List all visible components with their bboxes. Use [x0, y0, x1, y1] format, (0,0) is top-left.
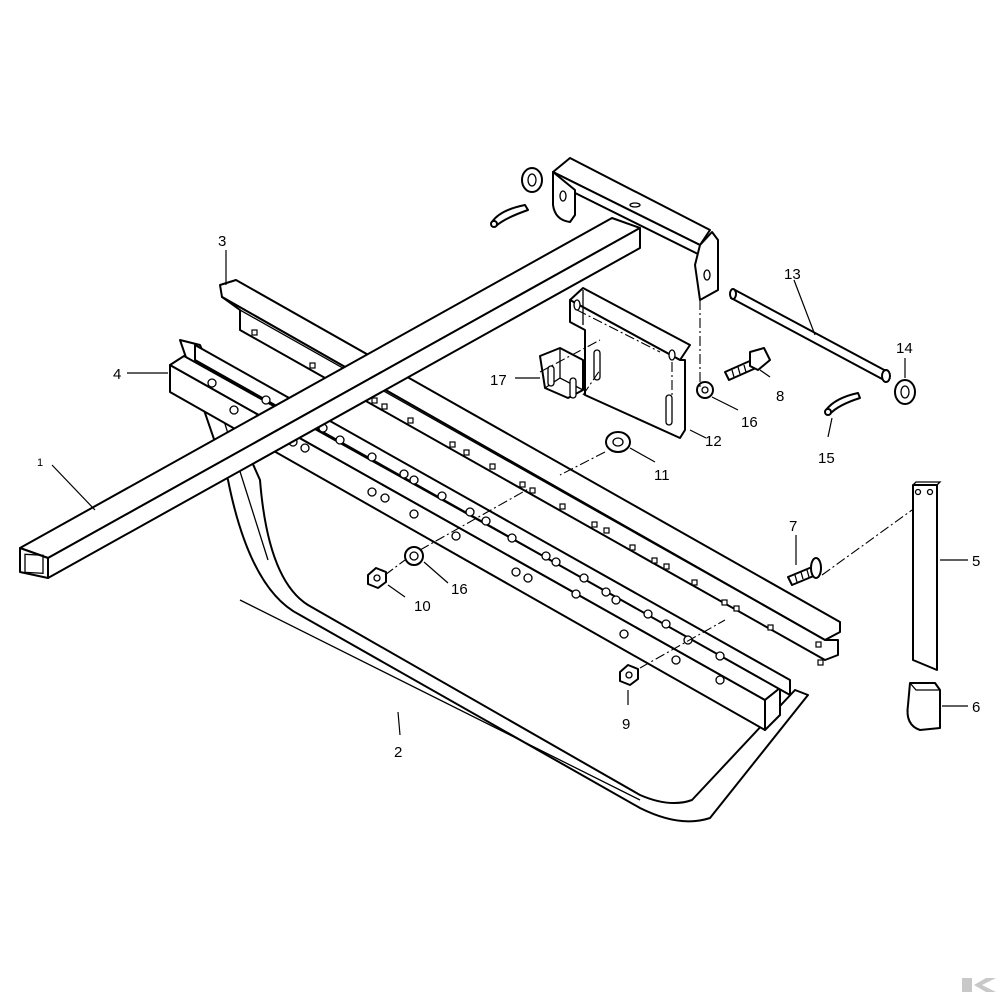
hole-bar-lower [194, 344, 791, 696]
washer-14 [894, 379, 916, 405]
callout-8: 8 [776, 388, 784, 405]
callout-10: 10 [414, 598, 431, 615]
callout-17: 17 [490, 372, 507, 389]
u-bracket [539, 347, 584, 399]
callout-2: 2 [394, 744, 402, 761]
top-bracket [552, 157, 719, 301]
washer-16-right [696, 381, 714, 399]
callout-11: 11 [654, 467, 670, 484]
callout-16-right: 16 [741, 414, 758, 431]
callout-3: 3 [218, 233, 226, 250]
cotter-pin-top [490, 204, 529, 228]
nut-9 [619, 664, 639, 686]
callout-7: 7 [789, 518, 797, 535]
leader-lines [51, 250, 968, 736]
assembly-lines [384, 300, 913, 669]
nut-10 [367, 567, 387, 589]
flat-strap [912, 481, 942, 671]
callout-12: 12 [705, 433, 722, 450]
square-tube [19, 217, 641, 579]
long-pin [729, 288, 891, 383]
callout-16-left: 16 [451, 581, 468, 598]
washer-11 [605, 431, 631, 453]
end-cap [906, 682, 941, 731]
bolt-8 [724, 347, 771, 381]
hole-bar-upper [169, 355, 781, 731]
rail-slots [251, 329, 824, 666]
callout-15: 15 [818, 450, 835, 467]
callout-14: 14 [896, 340, 913, 357]
washer-16-left [404, 546, 424, 566]
callout-6: 6 [972, 699, 980, 716]
callout-labels: 1 2 3 4 5 6 7 8 9 10 11 12 13 14 15 16 1… [37, 233, 980, 761]
bolt-7 [787, 557, 822, 586]
callout-9: 9 [622, 716, 630, 733]
cotter-pin-15 [824, 392, 861, 416]
callout-1: 1 [37, 457, 43, 469]
callout-13: 13 [784, 266, 801, 283]
k-logo-icon [962, 978, 996, 992]
callout-5: 5 [972, 553, 980, 570]
washer-top [521, 167, 543, 193]
mounting-plate [569, 287, 691, 439]
callout-4: 4 [113, 366, 121, 383]
